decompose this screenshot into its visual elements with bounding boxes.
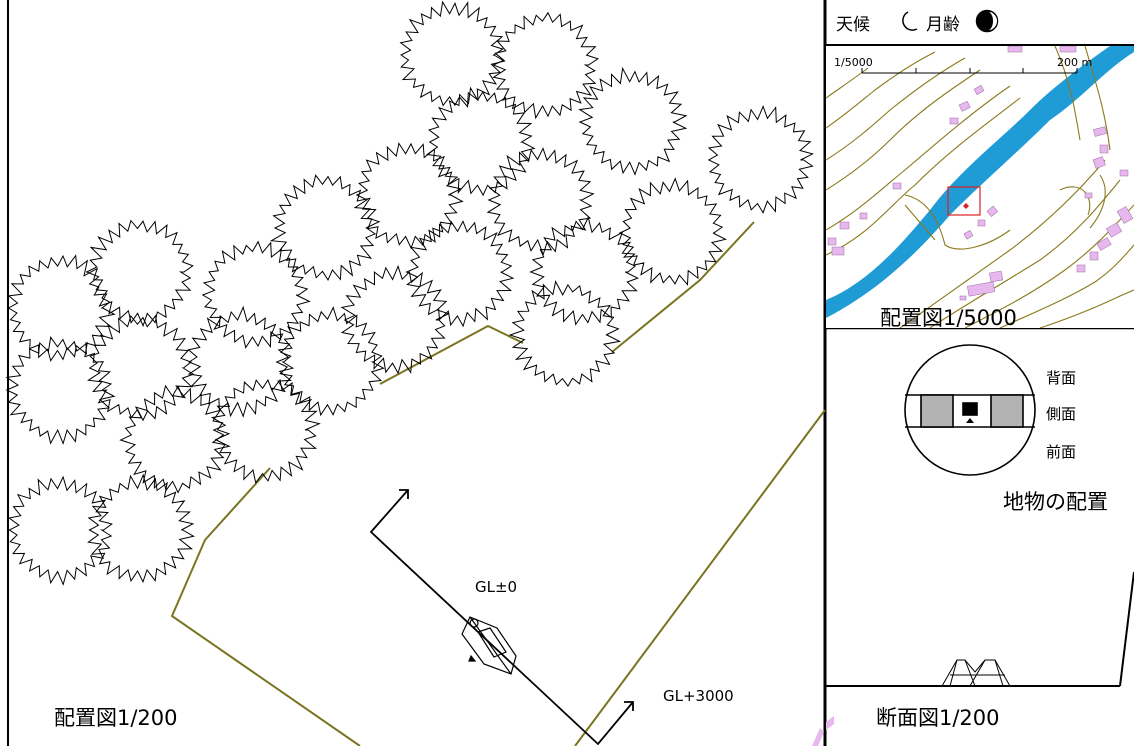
tree-symbol [399, 0, 506, 108]
tree-symbol [7, 254, 116, 362]
tree-symbol [269, 174, 381, 281]
map-scale-left: 1/5000 [834, 56, 873, 69]
feature-legend-title: 地物の配置 [1003, 490, 1108, 514]
tree-symbol [7, 475, 113, 586]
tree-symbol [508, 280, 622, 388]
edge-marks [812, 716, 834, 746]
tree-symbol [707, 105, 814, 214]
tree-symbol [275, 306, 385, 417]
tree-symbol [353, 142, 464, 250]
tree-symbol [85, 219, 194, 328]
section-line [369, 489, 634, 746]
legend-front-label: 前面 [1046, 443, 1077, 461]
moon-icon [975, 9, 999, 33]
moon-age-label: 月齢 [926, 15, 960, 35]
map-scale-right: 200 m [1057, 56, 1093, 69]
tree-symbol [618, 177, 727, 286]
tree-canopy-cluster [5, 0, 814, 586]
tree-symbol [87, 473, 195, 584]
tree-symbol [492, 11, 600, 120]
section-view [826, 571, 1134, 687]
weather-label: 天候 [836, 15, 870, 35]
tree-symbol [425, 86, 536, 197]
equipment-footprint [461, 616, 517, 675]
site-boundary [170, 221, 826, 747]
legend-side-label: 側面 [1046, 405, 1077, 423]
tree-symbol [340, 264, 450, 375]
location-map [826, 46, 1134, 328]
tree-symbol [5, 336, 116, 446]
tree-symbol [486, 147, 595, 257]
section-view-title: 断面図1/200 [876, 706, 1000, 730]
gl-zero-label: GL±0 [475, 578, 518, 596]
tree-symbol [86, 314, 195, 422]
site-plan-title: 配置図1/200 [54, 706, 178, 730]
tree-symbol [405, 220, 515, 328]
legend-back-label: 背面 [1046, 369, 1077, 387]
tree-symbol [119, 384, 231, 494]
crescent-icon [902, 11, 918, 31]
tree-symbol [201, 240, 311, 349]
gl-plus-label: GL+3000 [663, 687, 734, 705]
tree-symbol [187, 305, 295, 418]
tree-symbol [210, 378, 321, 484]
location-map-title: 配置図1/5000 [880, 306, 1017, 330]
tree-symbol [578, 66, 688, 176]
feature-legend-diagram [904, 344, 1036, 476]
